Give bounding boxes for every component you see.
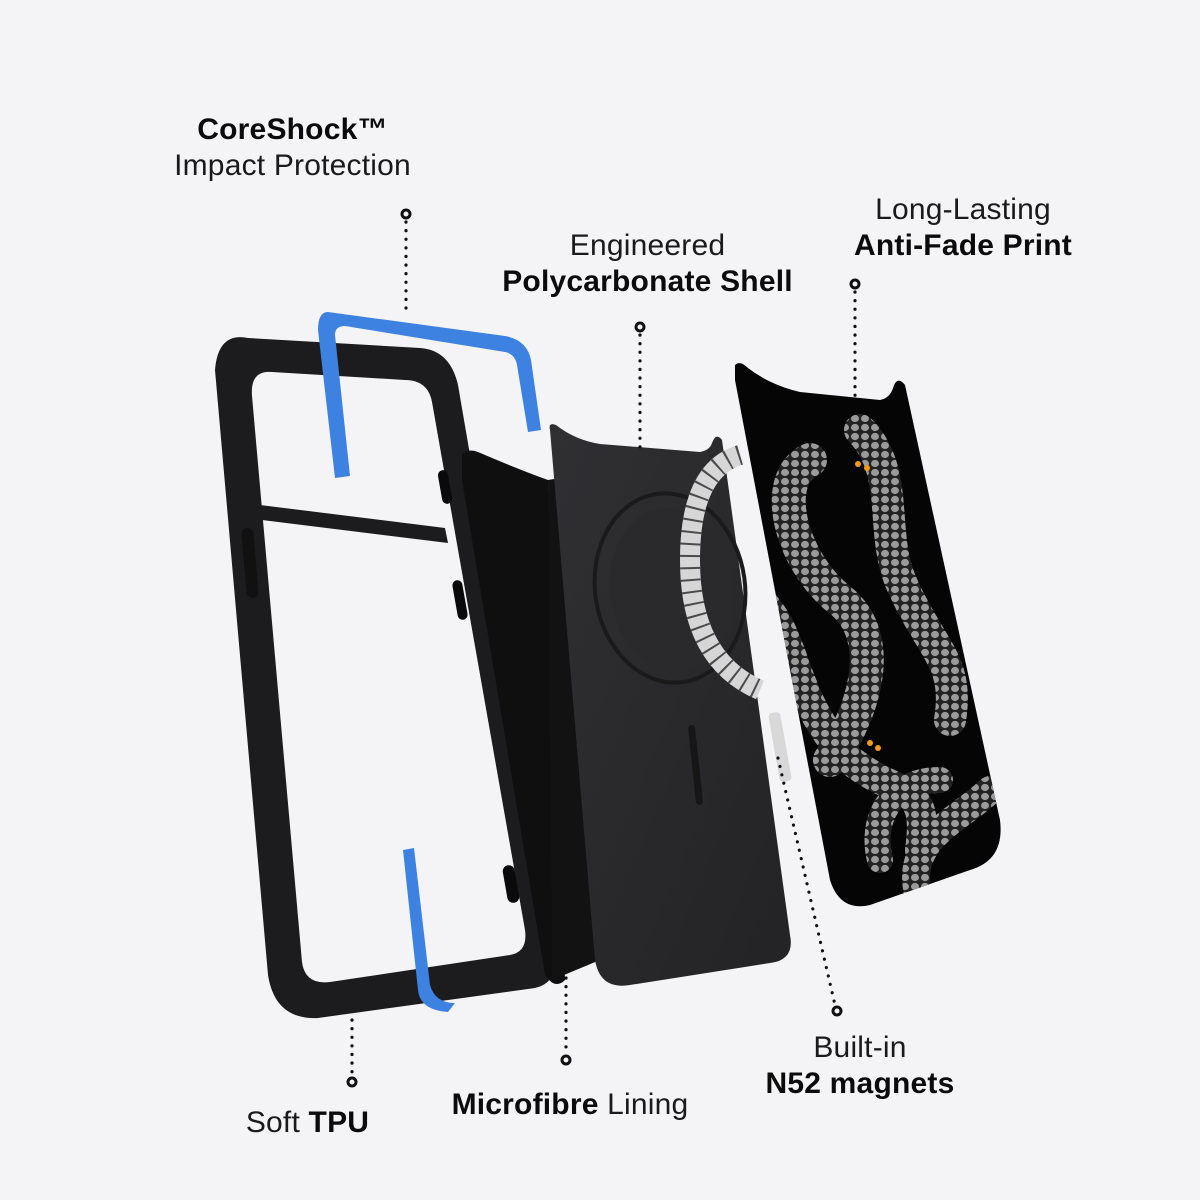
callout-coreshock-bold: CoreShock™ bbox=[197, 113, 388, 146]
microfibre-dot-icon bbox=[560, 1054, 572, 1066]
polycarbonate-dot-icon bbox=[634, 321, 646, 333]
callout-polycarbonate-bold: Polycarbonate Shell bbox=[502, 265, 793, 298]
coreshock-inserts bbox=[318, 312, 541, 1012]
snake-pattern bbox=[745, 414, 1001, 907]
anti-fade-print-panel bbox=[735, 363, 1001, 907]
callout-microfibre: Microfibre Lining bbox=[425, 1087, 715, 1123]
callout-tpu-bold: TPU bbox=[308, 1106, 370, 1139]
callout-polycarbonate: Engineered Polycarbonate Shell bbox=[470, 228, 825, 300]
callout-antifade-light: Long-Lasting bbox=[875, 193, 1051, 226]
callout-magnets-light: Built-in bbox=[813, 1031, 907, 1064]
callout-tpu: Soft TPU bbox=[225, 1105, 390, 1141]
antifade-dot-icon bbox=[849, 278, 861, 290]
tpu-dot-icon bbox=[346, 1076, 358, 1088]
callout-tpu-light: Soft bbox=[245, 1106, 300, 1139]
callout-coreshock-light: Impact Protection bbox=[174, 149, 411, 182]
callout-antifade: Long-Lasting Anti-Fade Print bbox=[828, 192, 1098, 264]
callout-magnets-bold: N52 magnets bbox=[765, 1067, 955, 1100]
magnets-dot-icon bbox=[831, 1005, 843, 1017]
callout-coreshock: CoreShock™ Impact Protection bbox=[150, 112, 435, 184]
callout-microfibre-light: Lining bbox=[607, 1088, 689, 1121]
callout-polycarbonate-light: Engineered bbox=[569, 229, 726, 262]
polycarbonate-shell bbox=[549, 424, 792, 986]
coreshock-dot-icon bbox=[400, 208, 412, 220]
leader-endpoints bbox=[346, 208, 861, 1088]
leader-lines bbox=[350, 220, 857, 1078]
n52-magnet-ring bbox=[679, 445, 792, 782]
callout-microfibre-bold: Microfibre bbox=[451, 1088, 599, 1121]
callout-magnets: Built-in N52 magnets bbox=[740, 1030, 980, 1102]
callout-antifade-bold: Anti-Fade Print bbox=[854, 229, 1072, 262]
